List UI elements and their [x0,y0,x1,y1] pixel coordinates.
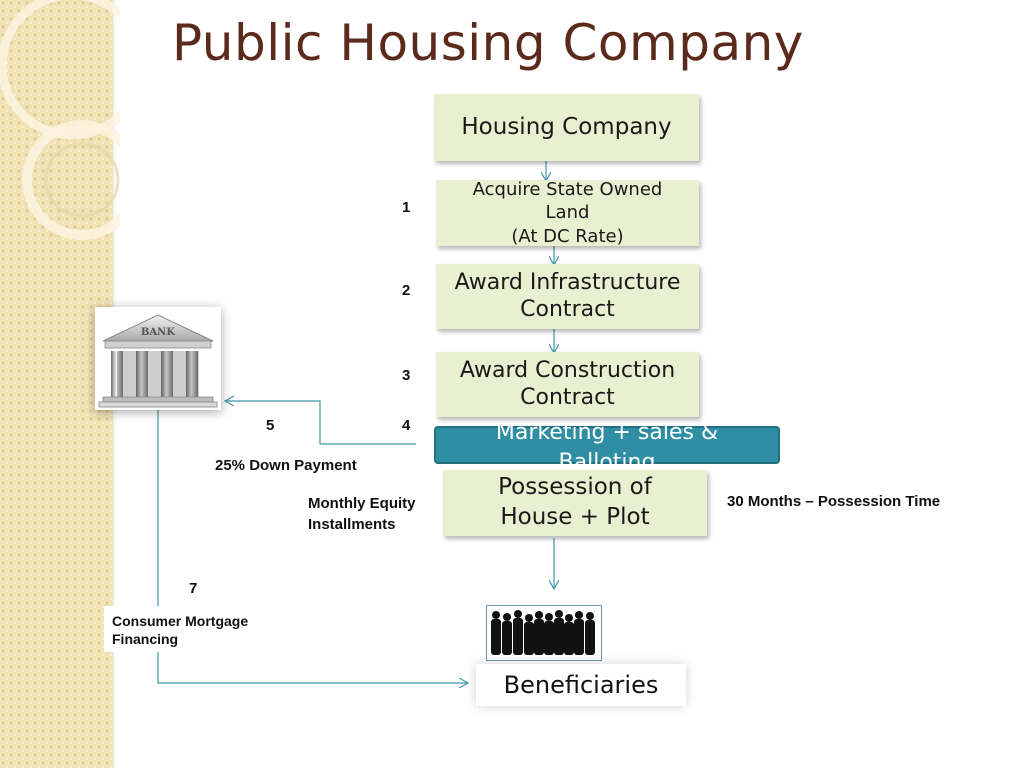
mortgage-line-1: Consumer Mortgage [112,613,249,629]
step-number-7: 7 [189,580,198,597]
step-number-3: 3 [402,367,411,384]
construction-line-2: Contract [520,384,615,410]
monthly-line-1: Monthly Equity [308,495,416,512]
step-number-4: 4 [402,417,411,434]
step-number-1: 1 [402,199,411,216]
beneficiaries-label: Beneficiaries [503,671,659,699]
mortgage-label: Consumer Mortgage Financing [112,612,248,648]
monthly-installments-label: Monthly Equity Installments [308,493,416,535]
acquire-line-3: (At DC Rate) [511,225,624,247]
construction-contract-box: Award Construction Contract [436,352,699,417]
construction-line-1: Award Construction [459,358,676,384]
mortgage-label-box: Consumer Mortgage Financing [104,606,264,652]
bank-sign-text: BANK [141,327,175,338]
infrastructure-contract-box: Award Infrastructure Contract [436,264,699,329]
acquire-line-2: Land [545,202,590,224]
bank-building-icon: BANK [98,314,218,408]
step-number-2: 2 [402,282,411,299]
monthly-line-2: Installments [308,516,396,533]
acquire-land-box: Acquire State Owned Land (At DC Rate) [436,179,699,247]
crowd-image [486,605,602,661]
arrow-bank-to-beneficiaries [157,410,467,683]
infra-line-1: Award Infrastructure [454,270,681,296]
infra-line-2: Contract [520,296,615,322]
arrow-down-payment-to-bank [226,401,416,445]
possession-line-2: House + Plot [500,504,650,530]
slide-title: Public Housing Company [172,14,804,72]
step-number-5: 5 [266,417,275,434]
mortgage-line-2: Financing [112,631,179,647]
possession-line-1: Possession of [498,474,652,501]
possession-box: Possession of House + Plot [443,470,707,536]
acquire-line-1: Acquire State Owned [472,179,663,201]
beneficiaries-box: Beneficiaries [476,664,686,706]
bank-image: BANK [95,307,221,410]
possession-time-label: 30 Months – Possession Time [727,493,941,510]
housing-company-box: Housing Company [434,94,699,161]
decorative-rings [0,0,120,240]
housing-company-label: Housing Company [461,113,672,140]
marketing-line-1: Marketing + sales & [495,420,719,445]
crowd-silhouette-icon [491,610,595,655]
down-payment-label: 25% Down Payment [215,457,357,474]
marketing-box: Marketing + sales & Balloting [434,420,780,475]
